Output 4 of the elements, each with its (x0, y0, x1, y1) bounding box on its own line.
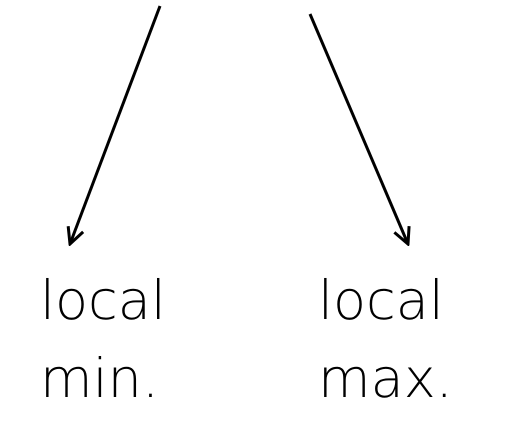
node-label: local min. (40, 268, 167, 412)
arrow (66, 5, 162, 246)
arrow (308, 13, 411, 246)
node-label: local max. (318, 268, 454, 412)
